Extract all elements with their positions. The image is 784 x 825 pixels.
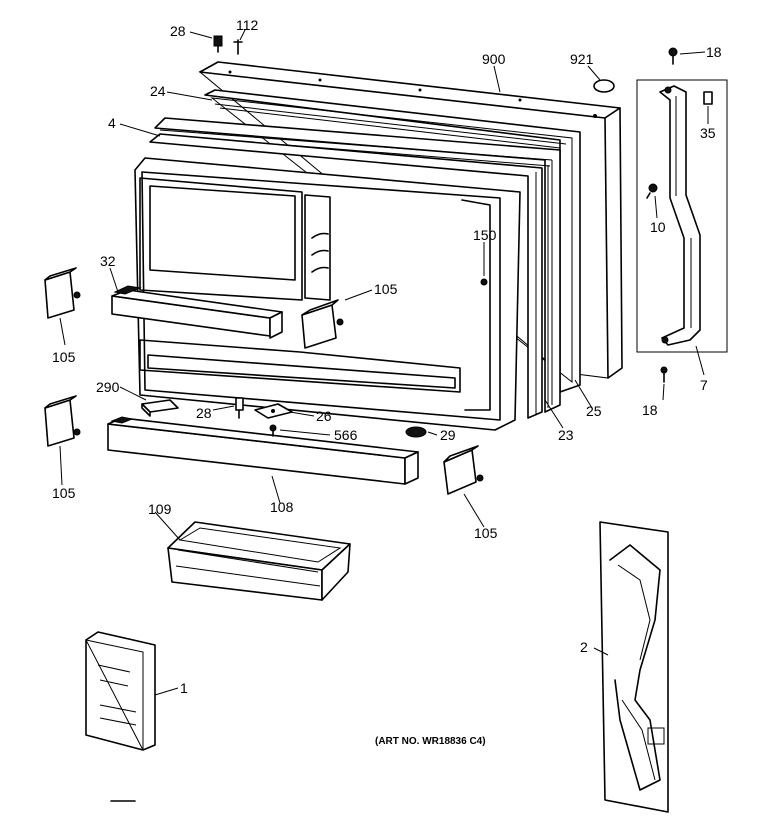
handle-7 <box>659 85 701 346</box>
end-cap-105-right <box>443 445 484 495</box>
plug-921 <box>593 79 615 93</box>
callout-labels: 28 112 900 921 18 24 4 35 10 150 32 105 … <box>52 17 722 747</box>
screw-28-top <box>213 35 223 53</box>
owner-manual-1 <box>85 631 156 751</box>
screw-28-bottom <box>235 397 244 419</box>
callout-109: 109 <box>148 501 172 517</box>
callout-900: 900 <box>482 51 506 67</box>
callout-32: 32 <box>100 253 116 269</box>
callout-10: 10 <box>650 219 666 235</box>
callout-35: 35 <box>700 125 716 141</box>
callout-921: 921 <box>570 51 594 67</box>
end-cap-105-left-upper <box>44 267 81 319</box>
end-cap-105-left-lower <box>44 395 81 447</box>
shelf-bar-32 <box>111 285 283 339</box>
screw-18-bottom <box>660 366 668 383</box>
end-cap-105-center <box>301 299 344 349</box>
callout-108: 108 <box>270 499 294 515</box>
door-liner-frame <box>149 117 561 419</box>
screw-112 <box>233 39 243 55</box>
callout-105-center: 105 <box>374 281 398 297</box>
callout-290: 290 <box>96 379 120 395</box>
insert-35 <box>703 91 713 105</box>
screw-18-top <box>668 47 678 65</box>
callout-28-bottom: 28 <box>196 405 212 421</box>
callout-25: 25 <box>586 403 602 419</box>
plug-29 <box>405 426 427 438</box>
callout-112: 112 <box>236 17 259 33</box>
callout-566: 566 <box>334 427 358 443</box>
callout-24: 24 <box>150 83 166 99</box>
callout-4: 4 <box>108 115 116 131</box>
callout-105-left-upper: 105 <box>52 349 76 365</box>
callout-7: 7 <box>700 377 708 393</box>
screw-10 <box>646 183 658 199</box>
callout-28-top: 28 <box>170 23 186 39</box>
callout-2: 2 <box>580 639 588 655</box>
callout-105-right: 105 <box>474 525 498 541</box>
callout-18-top: 18 <box>706 44 722 60</box>
callout-29: 29 <box>440 427 456 443</box>
bin-109 <box>167 521 351 601</box>
callout-150: 150 <box>473 227 497 243</box>
callout-105-left-lower: 105 <box>52 485 76 501</box>
inner-door-liner <box>134 157 521 431</box>
screw-566 <box>269 424 277 437</box>
callout-23: 23 <box>558 427 574 443</box>
callout-26: 26 <box>316 408 332 424</box>
handle-assembly-frame <box>636 79 728 353</box>
clip-290 <box>141 399 179 417</box>
leader-lines <box>59 29 709 696</box>
callout-18-bottom: 18 <box>642 402 658 418</box>
shelf-bar-108 <box>107 416 419 485</box>
art-number: (ART NO. WR18836 C4) <box>375 736 486 747</box>
callout-1: 1 <box>180 680 188 696</box>
handle-cover-2 <box>599 521 669 813</box>
